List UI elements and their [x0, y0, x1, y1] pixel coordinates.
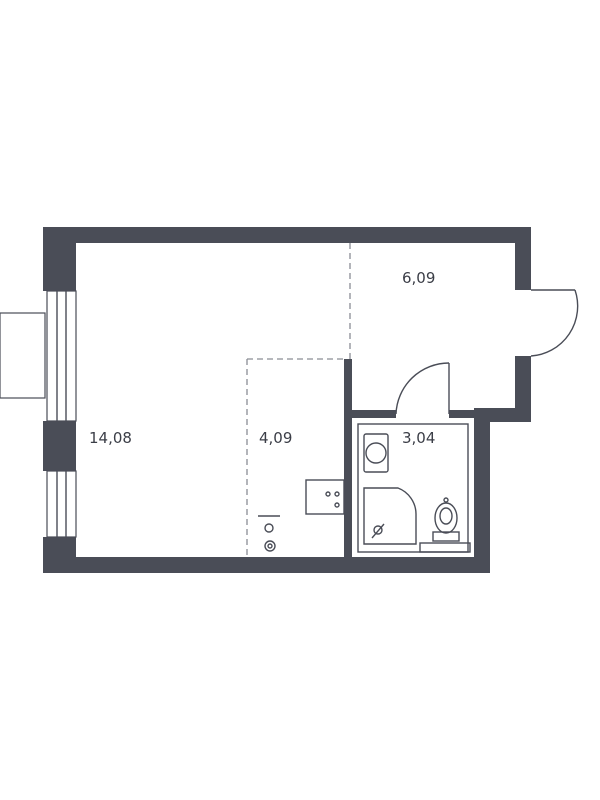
wall-bottom	[43, 557, 490, 573]
washer-line	[419, 542, 471, 553]
wall-right-lower	[515, 356, 531, 422]
bathtub-outline	[363, 487, 417, 545]
window	[0, 290, 77, 538]
wall-left-middle	[43, 421, 76, 471]
area-label-bathroom: 3,04	[402, 429, 435, 447]
kitchen-sink-icon	[258, 515, 280, 552]
bathroom-door[interactable]	[395, 362, 450, 415]
area-label-living-room: 14,08	[89, 429, 132, 447]
bathtub-drain	[373, 525, 383, 535]
sink-outline	[363, 433, 389, 473]
wall-left-upper	[43, 227, 76, 291]
toilet-icon	[432, 497, 460, 542]
stove-icon	[305, 479, 345, 515]
bathtub-icon	[363, 487, 417, 545]
wall-bath-right	[474, 408, 490, 573]
window-frame-upper	[46, 290, 77, 422]
kitchen-sink-bowl	[264, 523, 274, 533]
bath-wall-top-right	[449, 410, 490, 418]
window-frame-lower	[46, 470, 77, 538]
area-label-kitchen-zone: 4,09	[259, 429, 292, 447]
balcony-outline	[0, 312, 46, 399]
bathtub-tap	[371, 523, 385, 539]
wall-top	[43, 227, 531, 243]
bath-inner-line	[357, 423, 469, 553]
outer-walls	[43, 227, 531, 573]
burner	[334, 502, 340, 508]
kitchen-sink-drain	[264, 540, 276, 552]
toilet-bowl	[434, 502, 458, 534]
wall-right-upper	[515, 227, 531, 290]
sink-basin	[365, 442, 387, 464]
zone-separators	[246, 243, 351, 557]
toilet-tank	[432, 531, 460, 542]
entrance-door[interactable]	[530, 289, 579, 357]
sink-icon	[363, 433, 389, 473]
burner	[334, 491, 340, 497]
bathroom-walls	[344, 359, 490, 573]
bath-wall-top-left	[344, 410, 396, 418]
toilet-button	[443, 497, 449, 503]
wall-left-lower	[43, 537, 76, 573]
stove-outline	[305, 479, 345, 515]
kitchen-sink-drain-inner	[267, 543, 273, 549]
burner	[325, 491, 331, 497]
bathroom-door-swing	[395, 362, 450, 415]
toilet-seat	[439, 507, 453, 525]
entrance-door-swing	[530, 289, 579, 357]
bath-wall-left	[344, 359, 352, 573]
area-label-hallway: 6,09	[402, 269, 435, 287]
